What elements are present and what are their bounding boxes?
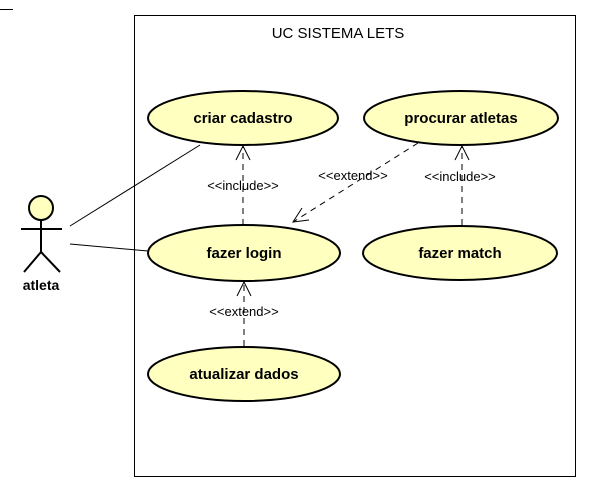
- use-case-criar-cadastro[interactable]: criar cadastro: [147, 90, 339, 146]
- include-label-login-cadastro: <<include>>: [207, 178, 279, 193]
- use-case-fazer-match-shape: [362, 225, 558, 281]
- use-case-fazer-login-shape: [147, 224, 341, 282]
- use-case-fazer-match-label: fazer match: [418, 245, 501, 262]
- actor-left-leg: [23, 251, 42, 273]
- use-case-atualizar-dados-label: atualizar dados: [189, 366, 298, 383]
- use-case-atualizar-dados[interactable]: atualizar dados: [147, 346, 341, 402]
- extend-line-procurar-login: [292, 142, 419, 223]
- use-case-fazer-login-label: fazer login: [206, 245, 281, 262]
- include-label-match-procurar: <<include>>: [424, 169, 496, 184]
- use-case-criar-cadastro-label: criar cadastro: [193, 110, 292, 127]
- include-arrowhead-match-procurar: [454, 144, 470, 161]
- actor-right-leg: [40, 251, 61, 273]
- extend-label-atualizar-login: <<extend>>: [209, 304, 278, 319]
- system-title: UC SISTEMA LETS: [272, 25, 405, 42]
- use-case-fazer-match[interactable]: fazer match: [362, 225, 558, 281]
- actor-head: [28, 195, 54, 221]
- extend-label-procurar-login: <<extend>>: [318, 168, 387, 183]
- actor-atleta[interactable]: atleta: [21, 195, 62, 293]
- use-case-atualizar-dados-shape: [147, 346, 341, 402]
- use-case-procurar-atletas-shape: [363, 90, 559, 146]
- use-case-fazer-login[interactable]: fazer login: [147, 224, 341, 282]
- extend-arrowhead-procurar-login: [292, 207, 310, 223]
- association-atleta-criar-cadastro: [69, 144, 201, 227]
- association-atleta-fazer-login: [69, 243, 149, 252]
- use-case-procurar-atletas-label: procurar atletas: [404, 110, 517, 127]
- actor-label: atleta: [23, 277, 60, 293]
- use-case-criar-cadastro-shape: [147, 90, 339, 146]
- use-case-procurar-atletas[interactable]: procurar atletas: [363, 90, 559, 146]
